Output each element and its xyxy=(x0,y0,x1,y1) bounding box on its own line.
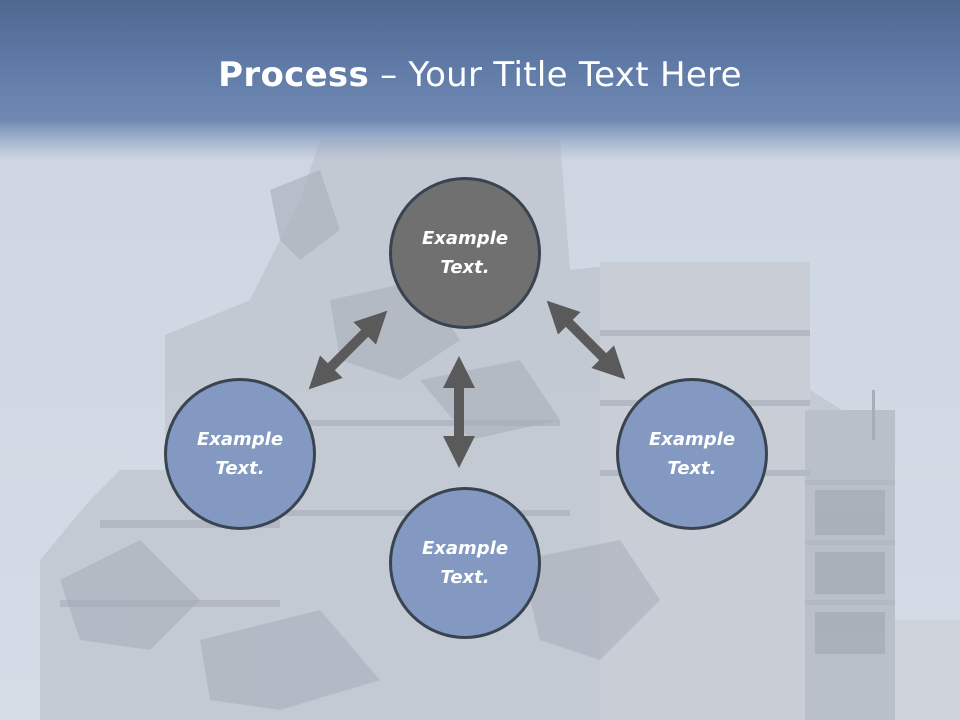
node-top-text: Example Text. xyxy=(421,228,509,278)
title-band xyxy=(0,0,960,160)
title-bold: Process xyxy=(218,55,370,95)
node-left-text: Example Text. xyxy=(196,429,284,479)
node-right[interactable]: Example Text. xyxy=(616,378,768,530)
node-top[interactable]: Example Text. xyxy=(389,177,541,329)
node-bottom-text: Example Text. xyxy=(421,538,509,588)
node-right-text: Example Text. xyxy=(648,429,736,479)
slide-title[interactable]: Process – Your Title Text Here xyxy=(0,50,960,100)
node-left[interactable]: Example Text. xyxy=(164,378,316,530)
title-rest: – Your Title Text Here xyxy=(369,55,742,95)
node-bottom[interactable]: Example Text. xyxy=(389,487,541,639)
